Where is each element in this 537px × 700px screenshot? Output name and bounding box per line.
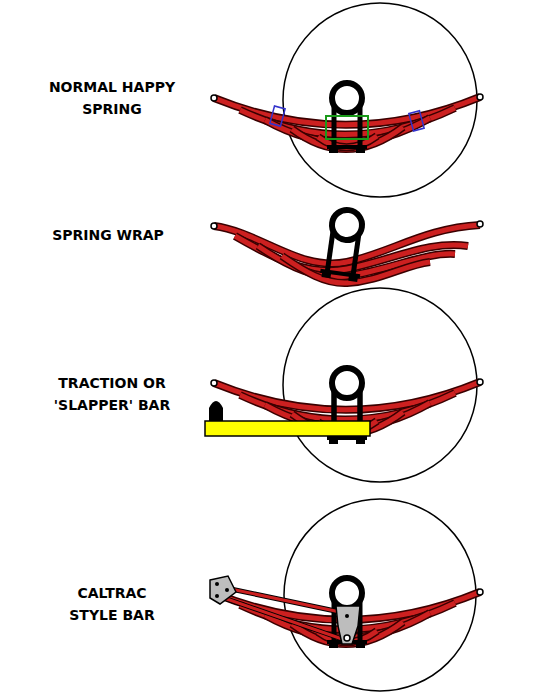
diagram-label: CALTRAC STYLE BAR (52, 582, 172, 626)
diagram-label: TRACTION OR 'SLAPPER' BAR (37, 372, 187, 416)
diagram-label: SPRING WRAP (28, 224, 188, 246)
diagram-label: NORMAL HAPPY SPRING (37, 76, 187, 120)
